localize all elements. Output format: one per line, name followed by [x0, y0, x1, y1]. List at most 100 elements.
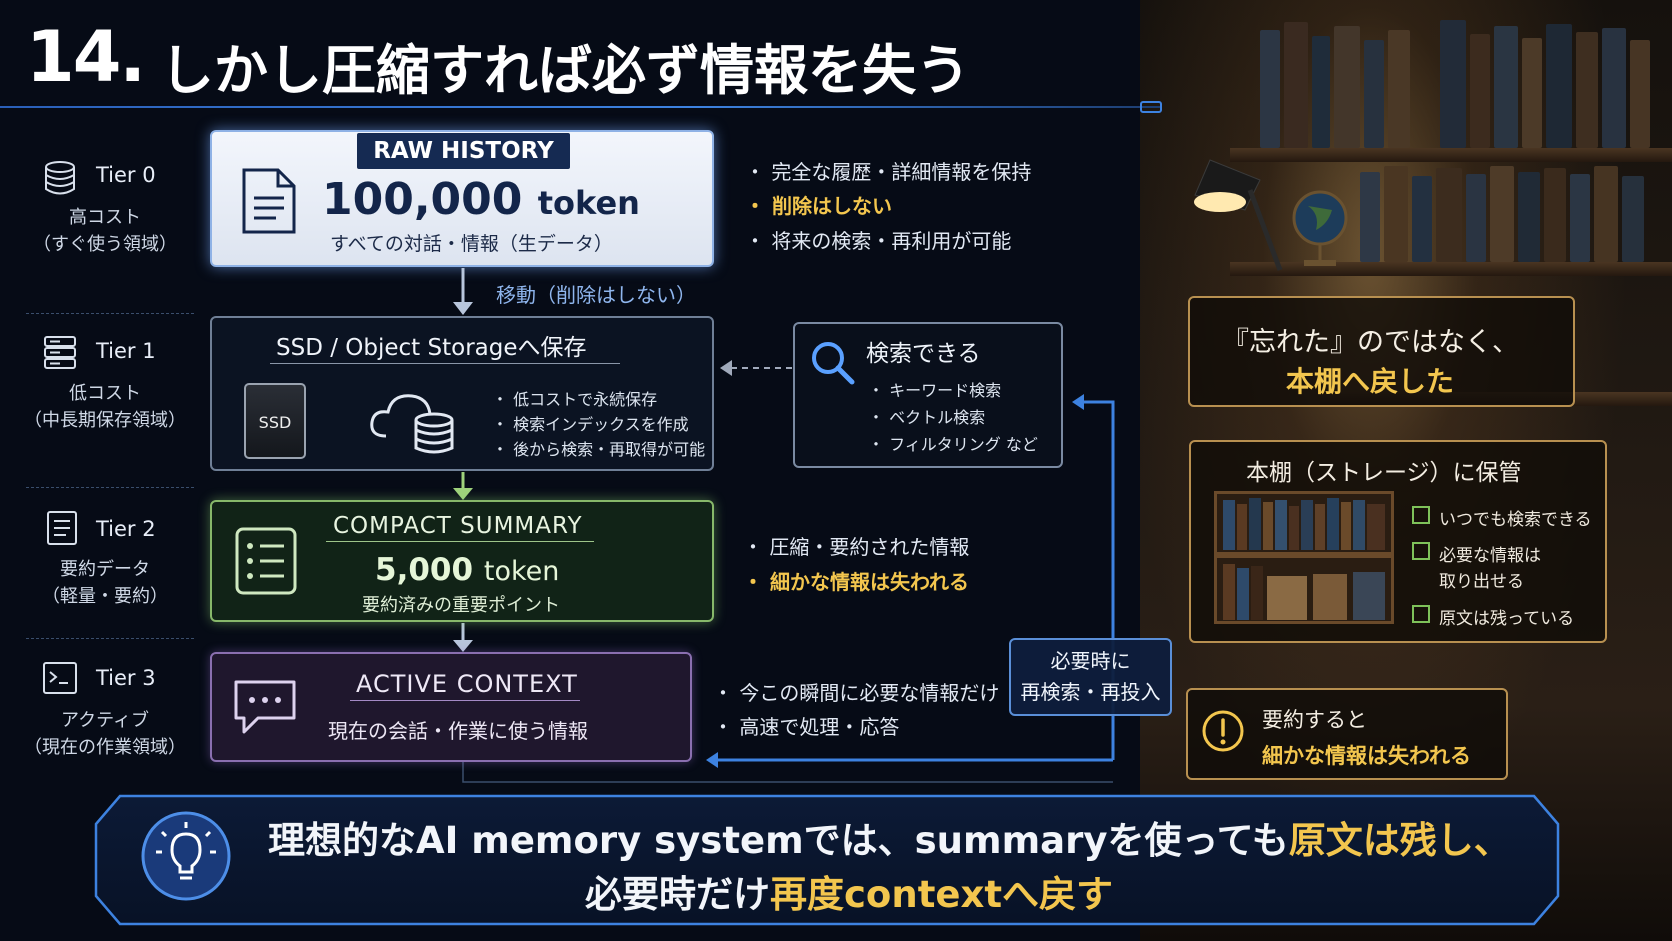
storage-panel-title: 本棚（ストレージ）に保管	[1246, 460, 1522, 486]
arrow-head	[706, 752, 718, 768]
search-bullet: ・ フィルタリング など	[868, 435, 1038, 454]
context-bottom-line	[462, 762, 1113, 783]
storage-check: いつでも検索できる	[1439, 510, 1592, 530]
arrow-head	[453, 488, 473, 500]
lightbulb-icon	[141, 811, 231, 901]
book	[1436, 168, 1462, 262]
tier-1-cost: 低コスト	[69, 383, 141, 404]
ssd-bullet: ・ 後から検索・再取得が可能	[492, 440, 706, 459]
summary-bullet: ・ 圧縮・要約された情報	[743, 535, 970, 559]
bookshelf-icon	[1214, 491, 1394, 624]
raw-bullet: ・ 削除はしない	[745, 194, 892, 218]
compact-summary-subtitle: 要約済みの重要ポイント	[362, 595, 560, 616]
check-icon	[1412, 506, 1430, 524]
search-bullet: ・ ベクトル検索	[868, 408, 986, 427]
check-icon	[1412, 605, 1430, 623]
raw-token-value: 100,000	[322, 174, 523, 225]
check-icon	[1412, 542, 1430, 560]
book	[1622, 176, 1644, 262]
summary-token-unit: token	[483, 556, 560, 587]
tier-3-type: アクティブ	[60, 710, 150, 731]
book	[1364, 40, 1384, 148]
document-icon	[242, 168, 296, 234]
storage-check: 原文は残っている	[1439, 609, 1575, 629]
book	[1594, 166, 1618, 262]
tier-3-area: （現在の作業領域）	[24, 737, 186, 758]
database-icon	[45, 161, 75, 195]
ssd-storage-title: SSD / Object Storageへ保存	[276, 335, 587, 361]
desk-lamp-icon	[1194, 159, 1283, 271]
context-bullet: ・ 高速で処理・応答	[713, 715, 900, 739]
chat-bubble-icon	[234, 680, 296, 734]
tier-0-cost: 高コスト	[69, 207, 141, 228]
search-title: 検索できる	[866, 341, 981, 367]
active-context-subtitle: 現在の会話・作業に使う情報	[328, 719, 588, 743]
book	[1360, 172, 1380, 262]
book	[1412, 176, 1432, 262]
book	[1518, 172, 1540, 262]
server-icon	[44, 336, 76, 369]
book	[1260, 30, 1280, 148]
tier-0-area: （すぐ使う領域）	[33, 234, 177, 255]
arrow-head	[1072, 394, 1084, 410]
arrow-head	[720, 360, 732, 376]
slide-title: しかし圧縮すれば必ず情報を失う	[160, 39, 970, 102]
tier-0-desc: 高コスト （すぐ使う領域）	[15, 204, 195, 258]
summary-token-count: 5,000 token	[375, 552, 559, 588]
tier-2-kind: （軽量・要約）	[42, 586, 168, 607]
rerun-line-1: 必要時に	[1050, 649, 1131, 673]
not-forgotten-line-2: 本棚へ戻した	[1286, 365, 1455, 398]
arrow-head	[453, 640, 473, 652]
book	[1440, 20, 1466, 148]
book	[1546, 24, 1572, 148]
tier-2-desc: 要約データ （軽量・要約）	[15, 556, 195, 610]
banner-line-1-highlight: 原文は残し、	[1288, 819, 1511, 862]
book	[1334, 26, 1360, 148]
raw-bullet: ・ 将来の検索・再利用が可能	[745, 229, 1012, 253]
raw-bullet: ・ 完全な履歴・詳細情報を保持	[745, 160, 1032, 184]
raw-token-unit: token	[537, 184, 640, 222]
rerun-box: 必要時に 再検索・再投入	[1009, 638, 1172, 716]
tier-0-name: Tier 0	[96, 163, 156, 187]
book	[1490, 166, 1514, 262]
banner-line-2: 必要時だけ再度contextへ戻す	[585, 864, 1113, 918]
ssd-chip-icon: SSD	[244, 383, 306, 459]
banner-line-2-main: 必要時だけ	[585, 873, 770, 916]
book	[1284, 22, 1308, 148]
tier-2-name: Tier 2	[96, 517, 156, 541]
book	[1388, 30, 1410, 148]
tier-separator	[26, 638, 194, 639]
ssd-bullet: ・ 検索インデックスを作成	[492, 415, 689, 434]
shelf-board	[1230, 262, 1672, 276]
book	[1384, 166, 1408, 262]
warning-line-1: 要約すると	[1262, 708, 1367, 732]
tier-separator	[26, 487, 194, 488]
active-context-box	[210, 652, 692, 762]
tier-separator	[26, 313, 194, 314]
document-icon	[47, 511, 77, 545]
active-context-title: ACTIVE CONTEXT	[356, 670, 578, 698]
book	[1522, 38, 1542, 148]
line-end-decoration	[1140, 101, 1162, 113]
book	[1544, 168, 1566, 262]
banner-line-1: 理想的なAI memory systemでは、summaryを使っても原文は残し…	[268, 810, 1511, 864]
context-bullet: ・ 今この瞬間に必要な情報だけ	[713, 681, 1000, 705]
search-bullet: ・ キーワード検索	[868, 381, 1002, 400]
warning-panel	[1186, 688, 1508, 780]
banner-line-2-highlight: 再度contextへ戻す	[770, 873, 1114, 916]
tier-1-name: Tier 1	[96, 339, 156, 363]
terminal-icon	[43, 662, 77, 694]
tier-1-desc: 低コスト （中長期保存領域）	[15, 380, 195, 434]
list-icon	[235, 527, 297, 595]
slide-number: 14.	[26, 16, 146, 98]
tier-3-name: Tier 3	[96, 666, 156, 690]
book	[1312, 36, 1330, 148]
book	[1470, 34, 1490, 148]
search-icon	[812, 342, 855, 385]
tier-1-area: （中長期保存領域）	[24, 410, 186, 431]
book	[1630, 40, 1650, 148]
cloud-database-icon	[370, 394, 454, 454]
raw-token-count: 100,000 token	[322, 174, 640, 225]
shelf-board	[1230, 148, 1672, 162]
book	[1494, 26, 1518, 148]
